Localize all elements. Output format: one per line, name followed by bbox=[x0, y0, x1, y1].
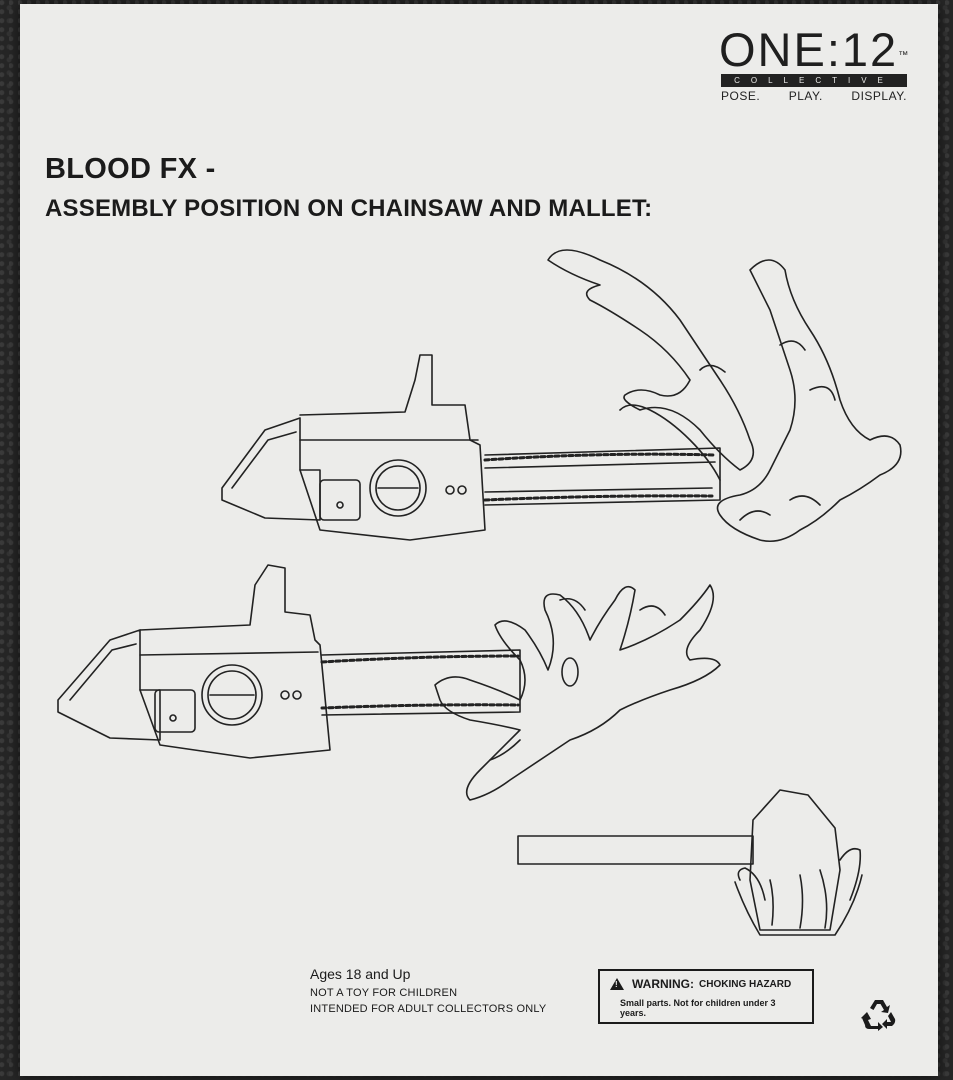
collectors-notice: INTENDED FOR ADULT COLLECTORS ONLY bbox=[310, 1003, 547, 1015]
not-a-toy-notice: NOT A TOY FOR CHILDREN bbox=[310, 987, 458, 999]
recycle-icon bbox=[861, 1000, 896, 1031]
brand-logo: ONE:12™ COLLECTIVE POSE. PLAY. DISPLAY. bbox=[719, 23, 919, 104]
tagline-pose: POSE. bbox=[721, 89, 761, 103]
blood-fx-splash-top bbox=[547, 249, 902, 543]
age-rating: Ages 18 and Up bbox=[310, 966, 411, 982]
instruction-sheet bbox=[20, 4, 938, 1076]
tagline-display: DISPLAY. bbox=[851, 89, 907, 103]
mallet-illustration bbox=[517, 789, 863, 936]
age-notice: Ages 18 and Up NOT A TOY FOR CHILDREN IN… bbox=[310, 966, 546, 1017]
chainsaw-illustration-bottom bbox=[57, 564, 521, 759]
logo-trademark: ™ bbox=[898, 50, 911, 61]
warning-triangle-icon: ! bbox=[610, 978, 624, 990]
warning-detail: Small parts. Not for children under 3 ye… bbox=[620, 998, 776, 1018]
chainsaw-illustration-top bbox=[221, 354, 721, 541]
warning-label: WARNING: bbox=[632, 977, 694, 991]
logo-subtitle: COLLECTIVE bbox=[721, 74, 907, 87]
tagline-play: PLAY. bbox=[788, 89, 823, 103]
blood-fx-splash-bottom bbox=[434, 584, 721, 801]
page-title: BLOOD FX - bbox=[45, 153, 216, 185]
logo-wordmark: ONE:12 bbox=[719, 23, 899, 76]
warning-hazard: CHOKING HAZARD bbox=[699, 978, 792, 990]
warning-box: ! WARNING: CHOKING HAZARD Small parts. N… bbox=[598, 969, 814, 1024]
page-subtitle: ASSEMBLY POSITION ON CHAINSAW AND MALLET… bbox=[45, 195, 653, 222]
logo-tagline: POSE. PLAY. DISPLAY. bbox=[721, 89, 907, 103]
